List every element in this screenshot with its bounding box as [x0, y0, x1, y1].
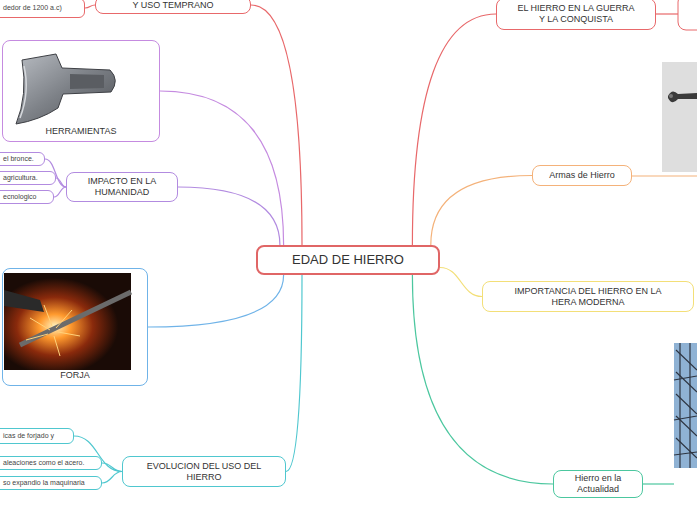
- detail-box: dedor de 1200 a.c): [0, 0, 85, 18]
- node-label: Y USO TEMPRANO: [132, 0, 213, 10]
- branch-connector: [431, 176, 532, 246]
- forge-illustration: [4, 273, 131, 370]
- branch-connector: [412, 14, 496, 245]
- node-label: el bronce.: [3, 155, 34, 163]
- node-label: Armas de Hierro: [549, 170, 615, 181]
- branch-box: Armas de Hierro: [532, 165, 632, 186]
- branch-connector: [102, 472, 122, 484]
- node-label: agricultura.: [3, 174, 38, 182]
- branch-connector: [440, 268, 482, 297]
- branch-box: EVOLUCION DEL USO DEL HIERRO: [122, 456, 286, 487]
- branch-connector: [102, 463, 122, 472]
- weapon-image: [662, 62, 697, 172]
- branch-box: Y USO TEMPRANO: [95, 0, 251, 14]
- node-label: dedor de 1200 a.c): [3, 4, 62, 12]
- detail-box: agricultura.: [0, 171, 56, 185]
- branch-connector: [56, 178, 66, 187]
- branch-connector: [160, 91, 284, 245]
- detail-box: so expandio la maquinaria: [0, 476, 102, 490]
- detail-box: ecnologico: [0, 190, 54, 204]
- partial-box: [678, 0, 697, 30]
- detail-box: el bronce.: [0, 152, 45, 166]
- branch-box: IMPACTO EN LA HUMANIDAD: [66, 172, 178, 202]
- branch-line: [642, 483, 674, 484]
- branch-connector: [54, 187, 66, 197]
- branch-box: IMPORTANCIA DEL HIERRO EN LA HERA MODERN…: [482, 281, 694, 312]
- node-label: IMPACTO EN LA HUMANIDAD: [81, 176, 163, 198]
- branch-connector: [178, 187, 280, 245]
- branch-box: Hierro en la Actualidad: [553, 470, 643, 498]
- detail-box: aleaciones como el acero.: [0, 456, 102, 470]
- detail-box: icas de forjado y: [0, 428, 74, 444]
- node-label: EVOLUCION DEL USO DEL HIERRO: [135, 461, 273, 483]
- axe-illustration: [16, 54, 115, 124]
- branch-line: [632, 175, 697, 176]
- steel-structure-image: [674, 343, 697, 468]
- branch-connector: [251, 5, 302, 245]
- image-box: HERRAMIENTAS: [2, 40, 160, 142]
- node-label: aleaciones como el acero.: [3, 459, 84, 467]
- node-label: Hierro en la Actualidad: [570, 473, 626, 495]
- node-label: icas de forjado y: [3, 432, 54, 440]
- node-label: EL HIERRO EN LA GUERRA Y LA CONQUISTA: [515, 3, 637, 25]
- branch-connector: [85, 5, 95, 8]
- image-box: FORJA: [2, 268, 148, 386]
- node-label: IMPORTANCIA DEL HIERRO EN LA HERA MODERN…: [509, 286, 667, 308]
- branch-connector: [148, 275, 284, 327]
- node-label: EDAD DE HIERRO: [292, 252, 404, 268]
- node-label: HERRAMIENTAS: [46, 126, 117, 137]
- branch-box: EL HIERRO EN LA GUERRA Y LA CONQUISTA: [496, 0, 656, 30]
- branch-line: [656, 13, 678, 14]
- node-label: FORJA: [60, 370, 90, 381]
- branch-connector: [286, 275, 302, 472]
- node-label: ecnologico: [3, 193, 36, 201]
- node-label: so expandio la maquinaria: [3, 479, 85, 487]
- central-topic: EDAD DE HIERRO: [256, 245, 440, 275]
